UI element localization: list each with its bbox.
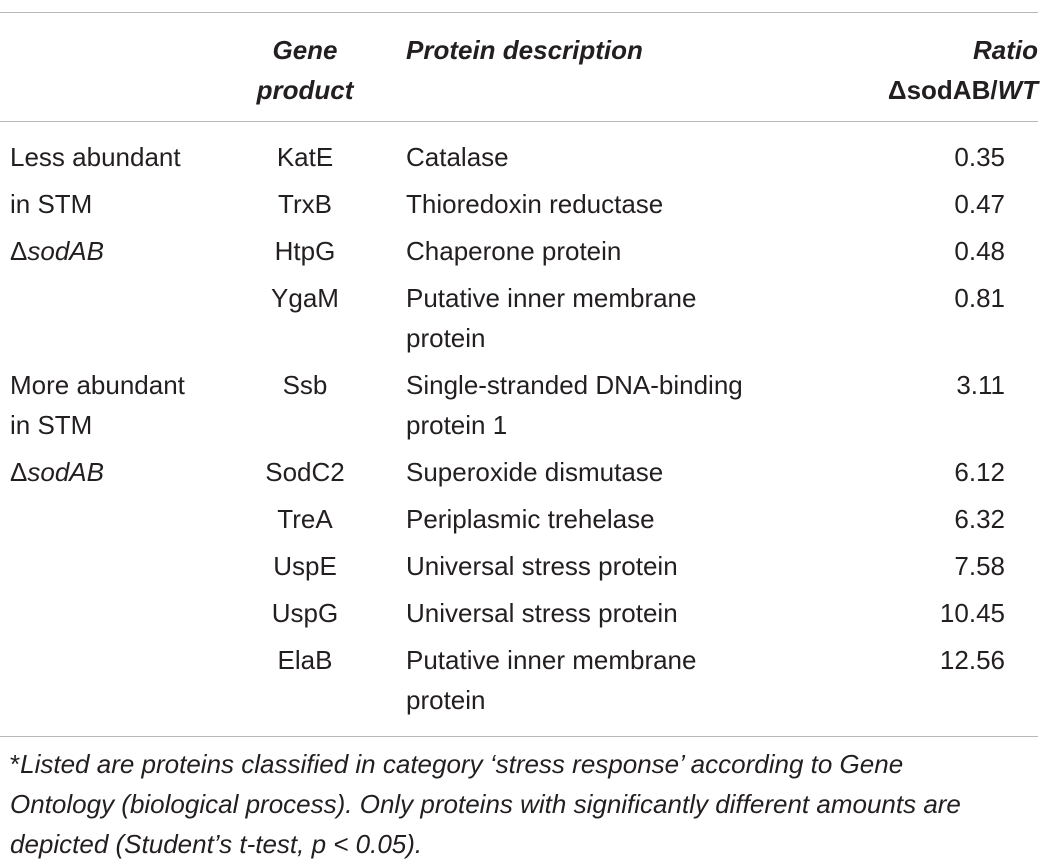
header-rule bbox=[0, 121, 1038, 122]
row-gene: TrxB bbox=[278, 189, 332, 219]
footnote-line1: Listed are proteins classified in catego… bbox=[20, 749, 904, 779]
row-desc-line2: protein 1 bbox=[406, 410, 508, 440]
header-protein-description: Protein description bbox=[406, 35, 643, 65]
row-desc: Chaperone protein bbox=[406, 236, 622, 266]
group-less-line2: in STM bbox=[10, 189, 93, 219]
group-more-line1: More abundant bbox=[10, 370, 185, 400]
row-ratio: 0.47 bbox=[954, 189, 1005, 219]
header-ratio-line1: Ratio bbox=[973, 35, 1038, 65]
footnote-line3: depicted (Student’s t-test, p < 0.05). bbox=[10, 829, 423, 859]
row-desc: Periplasmic trehelase bbox=[406, 504, 655, 534]
top-rule bbox=[0, 12, 1038, 13]
row-ratio: 0.48 bbox=[954, 236, 1005, 266]
row-ratio: 12.56 bbox=[939, 645, 1005, 675]
row-desc: Superoxide dismutase bbox=[406, 457, 664, 487]
group-less-line1: Less abundant bbox=[10, 142, 181, 172]
group-less-delta: Δ bbox=[10, 236, 28, 266]
header-ratio: Ratio ΔsodAB/WT bbox=[888, 30, 1038, 110]
row-desc: Catalase bbox=[406, 142, 509, 172]
header-ratio-wt: WT bbox=[997, 75, 1038, 105]
row-ratio: 6.12 bbox=[954, 457, 1005, 487]
group-label-less: Less abundant in STM ΔsodAB bbox=[10, 137, 181, 271]
footnote-asterisk: * bbox=[10, 749, 21, 779]
row-desc: Putative inner membrane protein bbox=[406, 278, 696, 358]
row-gene: ElaB bbox=[277, 645, 333, 675]
row-ratio: 6.32 bbox=[954, 504, 1005, 534]
row-desc-line1: Single-stranded DNA-binding bbox=[406, 370, 743, 400]
row-ratio: 7.58 bbox=[954, 551, 1005, 581]
row-gene: YgaM bbox=[271, 283, 339, 313]
header-gene-product: Gene product bbox=[200, 30, 410, 110]
row-desc-line1: Putative inner membrane bbox=[406, 645, 697, 675]
bottom-rule bbox=[0, 736, 1038, 737]
row-gene: SodC2 bbox=[265, 457, 345, 487]
row-gene: TreA bbox=[277, 504, 333, 534]
header-ratio-prefix: ΔsodAB/ bbox=[887, 75, 998, 105]
row-gene: UspG bbox=[271, 598, 339, 628]
group-more-line3: sodAB bbox=[27, 457, 104, 487]
row-desc: Putative inner membrane protein bbox=[406, 640, 696, 720]
group-more-line2: in STM bbox=[10, 410, 93, 440]
group-more-delta: Δ bbox=[10, 457, 28, 487]
row-gene: Ssb bbox=[282, 370, 328, 400]
group-label-more: More abundant in STM ΔsodAB bbox=[10, 365, 185, 492]
table-footnote: *Listed are proteins classified in categ… bbox=[10, 744, 1038, 864]
row-desc: Thioredoxin reductase bbox=[406, 189, 664, 219]
header-gene-line1: Gene bbox=[272, 35, 338, 65]
row-ratio: 3.11 bbox=[956, 370, 1005, 400]
footnote-line2: Ontology (biological process). Only prot… bbox=[10, 789, 961, 819]
row-desc: Universal stress protein bbox=[406, 598, 678, 628]
row-ratio: 0.81 bbox=[954, 283, 1005, 313]
row-desc-line1: Putative inner membrane bbox=[406, 283, 697, 313]
row-ratio: 0.35 bbox=[954, 142, 1005, 172]
row-gene: UspE bbox=[273, 551, 337, 581]
header-gene-line2: product bbox=[256, 75, 354, 105]
row-desc-line2: protein bbox=[406, 323, 486, 353]
row-desc: Universal stress protein bbox=[406, 551, 678, 581]
row-gene: HtpG bbox=[274, 236, 336, 266]
row-gene: KatE bbox=[276, 142, 334, 172]
row-desc-line2: protein bbox=[406, 685, 486, 715]
row-ratio: 10.45 bbox=[939, 598, 1005, 628]
row-desc: Single-stranded DNA-binding protein 1 bbox=[406, 365, 743, 445]
group-less-line3: sodAB bbox=[27, 236, 104, 266]
